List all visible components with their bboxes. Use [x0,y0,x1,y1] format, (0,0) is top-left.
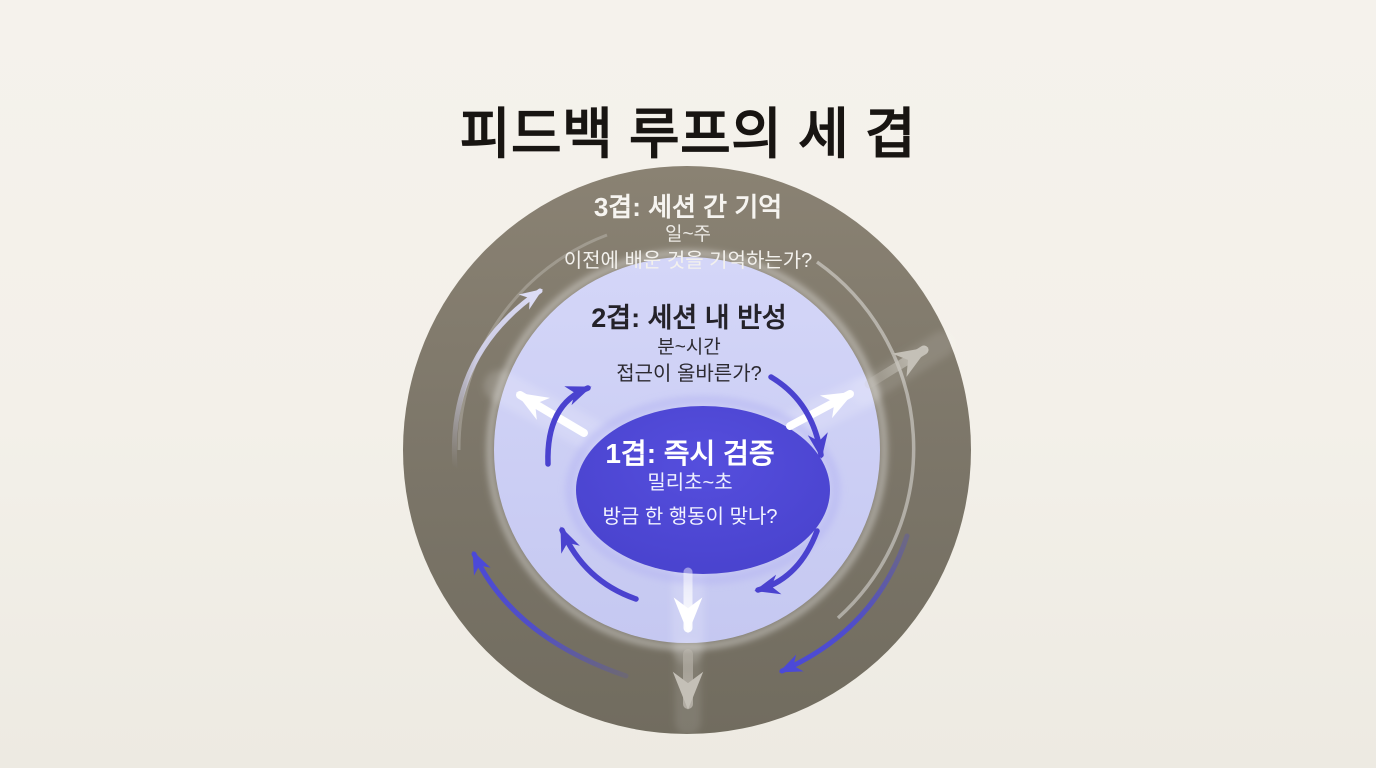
gray-radial-arrows [672,345,929,710]
outer-arrow-lower-right-icon [778,533,910,674]
radial-arrow-upper-right-icon [786,390,855,430]
outer-arrow-lower-left-icon [471,550,629,679]
core-layer1-halo [565,395,841,585]
outer-arrow-upper-left-icon [451,288,543,471]
layer1-label: 1겹: 즉시 검증 [605,438,775,469]
cycle-arrow-bottom-right-icon [754,528,820,595]
gray-arrow-upper-right-icon [864,345,929,389]
cycle-arrow-bottom-left-icon [559,526,639,602]
layer2-timescale: 분~시간 [657,337,721,358]
layer2-label: 2겹: 세션 내 반성 [591,303,787,333]
layer3-label: 3겹: 세션 간 기억 [593,192,783,222]
white-radial-arrows [515,390,855,634]
layer3-question: 이전에 배운 것을 기억하는가? [563,250,813,272]
layer3-cycle-arrows [451,288,910,679]
radial-arrow-left-icon [515,391,588,437]
thin-guide-arcs [457,233,916,620]
thin-arc-right [815,260,916,620]
layer1-text-block: 1겹: 즉시 검증 밀리초~초 방금 한 행동이 맞나? [603,438,778,529]
layer1-timescale: 밀리초~초 [647,472,733,494]
layer2-text-block: 2겹: 세션 내 반성 분~시간 접근이 올바른가? [591,303,787,387]
layer2-cycle-arrows [545,374,828,602]
layer1-question: 방금 한 행동이 맞나? [602,506,778,528]
core-layer1-immediate-verification [576,406,830,574]
cycle-arrow-left-up-icon [545,385,592,467]
layer3-timescale: 일~주 [664,224,712,245]
cycle-arrow-right-down-icon [768,374,828,459]
layer3-text-block: 3겹: 세션 간 기억 일~주 이전에 배운 것을 기억하는가? [564,192,813,274]
page-title: 피드백 루프의 세 겹 [459,102,917,165]
layer2-question: 접근이 올바른가? [616,363,762,385]
thin-arc-left [457,233,608,451]
